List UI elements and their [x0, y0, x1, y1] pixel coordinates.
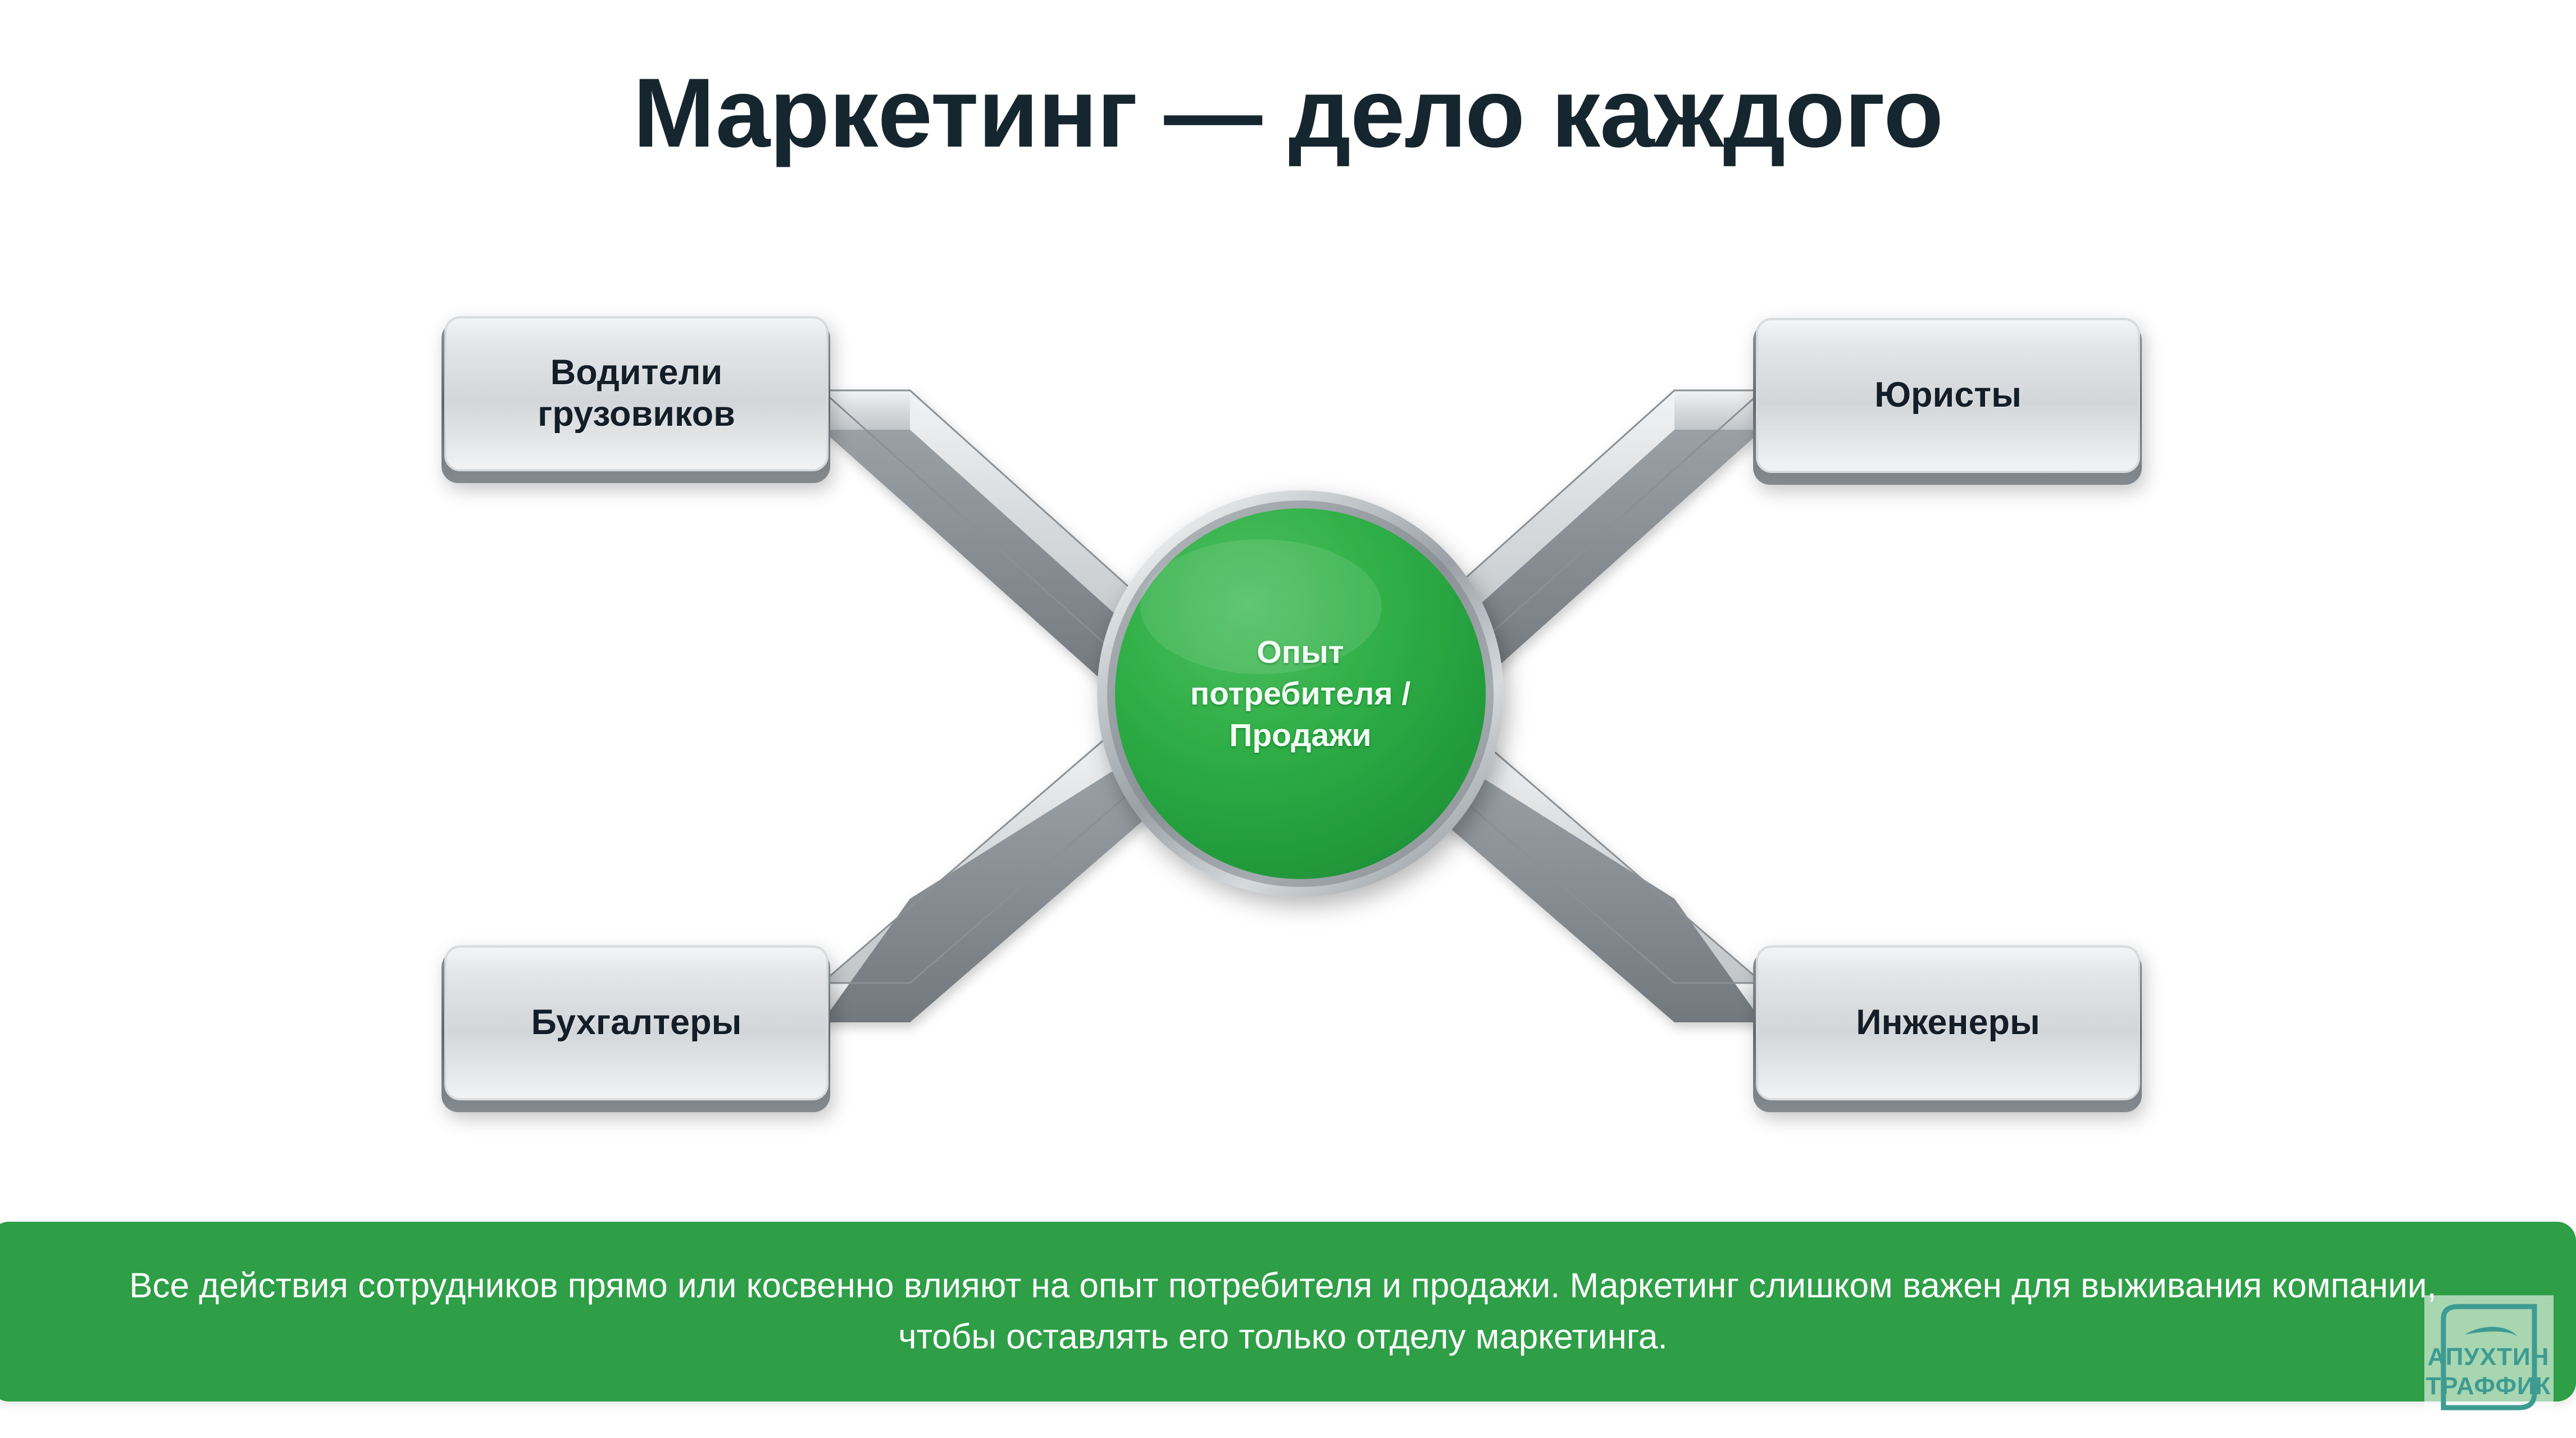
- hub-and-spoke-diagram: Водители грузовиков Юристы Бухгалтеры Ин…: [0, 236, 2576, 1202]
- node-box-engineers: [1753, 945, 2142, 1112]
- node-box-accountants: [442, 945, 830, 1112]
- logo-line2: ТРАФФИК: [2425, 1372, 2551, 1400]
- logo-line1: АПУХТИН: [2428, 1343, 2550, 1371]
- logo-swoosh-icon: [2465, 1327, 2518, 1337]
- node-box-lawyers: [1753, 318, 2142, 485]
- node-box-drivers: [442, 316, 830, 483]
- hub-circle: [1097, 490, 1504, 897]
- connector-group: [819, 389, 1765, 1022]
- footer-banner: Все действия сотрудников прямо или косве…: [0, 1222, 2576, 1401]
- logo-frame-icon: [2441, 1304, 2537, 1410]
- brand-logo-watermark: АПУХТИН ТРАФФИК: [2424, 1295, 2554, 1426]
- page-title: Маркетинг — дело каждого: [632, 58, 1944, 168]
- connector-drivers-to-hub: [820, 389, 1204, 692]
- footer-banner-text: Все действия сотрудников прямо или косве…: [129, 1266, 2437, 1356]
